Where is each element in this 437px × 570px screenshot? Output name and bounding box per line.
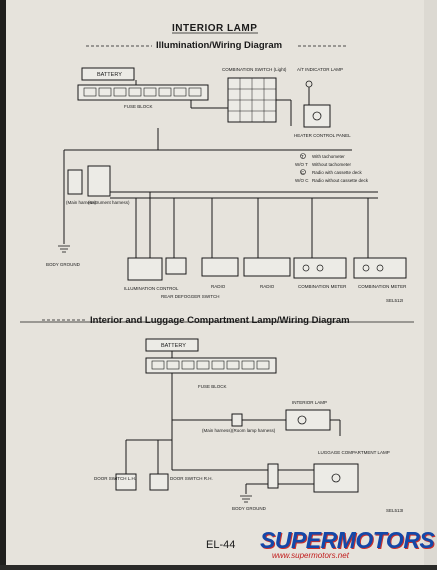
legend-text-4: Radio without cassette deck bbox=[312, 178, 369, 183]
legend-key-3: C bbox=[301, 170, 305, 175]
watermark-url: www.supermotors.net bbox=[272, 551, 349, 560]
legend-key-4: W/O C bbox=[295, 178, 309, 183]
diagram1-ref: SEL512I bbox=[386, 298, 403, 303]
fuse-row-1 bbox=[83, 87, 202, 97]
fuse-block-1 bbox=[77, 84, 209, 101]
heater-control-panel bbox=[303, 104, 331, 128]
page-header: INTERIOR LAMP bbox=[172, 23, 257, 34]
radio-label: RADIO bbox=[260, 284, 275, 289]
legend-key-2: W/O T bbox=[295, 162, 308, 167]
interior-lamp-box bbox=[285, 409, 331, 431]
heater-lamp-icon bbox=[312, 111, 322, 121]
legend-text-2: Without tachometer bbox=[312, 162, 352, 167]
legend: T With tachometer W/O T Without tachomet… bbox=[295, 153, 369, 183]
luggage-lamp-bulb-icon bbox=[331, 473, 341, 483]
instrument-harness-label: (Instrument harness) bbox=[88, 200, 130, 205]
luggage-connector bbox=[267, 463, 279, 489]
combination-meter-2-label: COMBINATION METER bbox=[358, 284, 407, 289]
fuse-row-2 bbox=[151, 360, 270, 370]
adjacent-page-edge bbox=[424, 0, 437, 565]
diagram2-title: Interior and Luggage Compartment Lamp/Wi… bbox=[90, 315, 350, 326]
luggage-lamp-box bbox=[313, 463, 359, 493]
comb-switch-label: COMBINATION SWITCH (Light) bbox=[222, 67, 287, 72]
wiring-diagrams: INTERIOR LAMP Illumination/Wiring Diagra… bbox=[20, 23, 414, 513]
body-ground-label-2: BODY GROUND bbox=[232, 506, 267, 511]
rear-defogger-box bbox=[165, 257, 187, 275]
body-ground-label-1: BODY GROUND bbox=[46, 262, 81, 267]
ground-symbol-1 bbox=[58, 245, 70, 253]
door-switch-lh-label: DOOR SWITCH L.H. bbox=[94, 476, 136, 481]
interior-lamp-label: INTERIOR LAMP bbox=[292, 400, 327, 405]
combination-meter-1-label: COMBINATION METER bbox=[298, 284, 347, 289]
room-lamp-harness-label: (Room lamp harness) bbox=[232, 428, 276, 433]
main-harness-label-2: (Main harness) bbox=[202, 428, 233, 433]
radio-cassette-label: RADIO bbox=[211, 284, 226, 289]
diagram2-ref: SEL513I bbox=[386, 508, 403, 513]
luggage-lamp-label: LUGGAGE COMPARTMENT LAMP bbox=[318, 450, 390, 455]
battery-box-1 bbox=[81, 67, 135, 81]
legend-key-1: T bbox=[301, 154, 304, 159]
diagram1-title: Illumination/Wiring Diagram bbox=[156, 40, 282, 51]
radio-cassette-box bbox=[201, 257, 239, 277]
manual-page: INTERIOR LAMP Illumination/Wiring Diagra… bbox=[6, 0, 424, 565]
connector-instrument bbox=[87, 165, 111, 197]
fuse-block-label-2: FUSE BLOCK bbox=[198, 384, 227, 389]
main-harness-label: (Main harness) bbox=[66, 200, 97, 205]
fuse-block-2 bbox=[145, 357, 277, 374]
rear-defogger-label: REAR DEFOGGER SWITCH bbox=[161, 294, 220, 299]
door-switch-lh-box bbox=[115, 473, 137, 491]
ground-symbol-2 bbox=[240, 495, 252, 503]
combination-meter-2-box bbox=[353, 257, 407, 279]
door-switch-rh-label: DOOR SWITCH R.H. bbox=[170, 476, 213, 481]
interior-lamp-bulb-icon bbox=[297, 415, 307, 425]
at-lamp-icon bbox=[305, 80, 313, 88]
combination-meter-1-box bbox=[293, 257, 347, 279]
room-lamp-connector bbox=[231, 413, 243, 427]
switch-grid bbox=[228, 78, 276, 122]
legend-text-1: With tachometer bbox=[312, 154, 345, 159]
door-switch-rh-box bbox=[149, 473, 169, 491]
battery-label-1: BATTERY bbox=[97, 72, 122, 78]
heater-control-label: HEATER CONTROL PANEL bbox=[294, 133, 351, 138]
battery-label-2: BATTERY bbox=[161, 343, 186, 349]
at-indicator-label: A/T INDICATOR LAMP bbox=[297, 67, 343, 72]
radio-box bbox=[243, 257, 291, 277]
illumination-control-box bbox=[127, 257, 163, 281]
illumination-control-label: ILLUMINATION CONTROL bbox=[124, 286, 179, 291]
watermark-logo-text: SUPERMOTORS bbox=[260, 527, 435, 553]
legend-text-3: Radio with cassette deck bbox=[312, 170, 363, 175]
fuse-block-label-1: FUSE BLOCK bbox=[124, 104, 153, 109]
connector-main bbox=[67, 169, 83, 195]
page-number: EL-44 bbox=[206, 539, 236, 551]
supermotors-watermark: SUPERMOTORS www.supermotors.net bbox=[258, 527, 435, 561]
